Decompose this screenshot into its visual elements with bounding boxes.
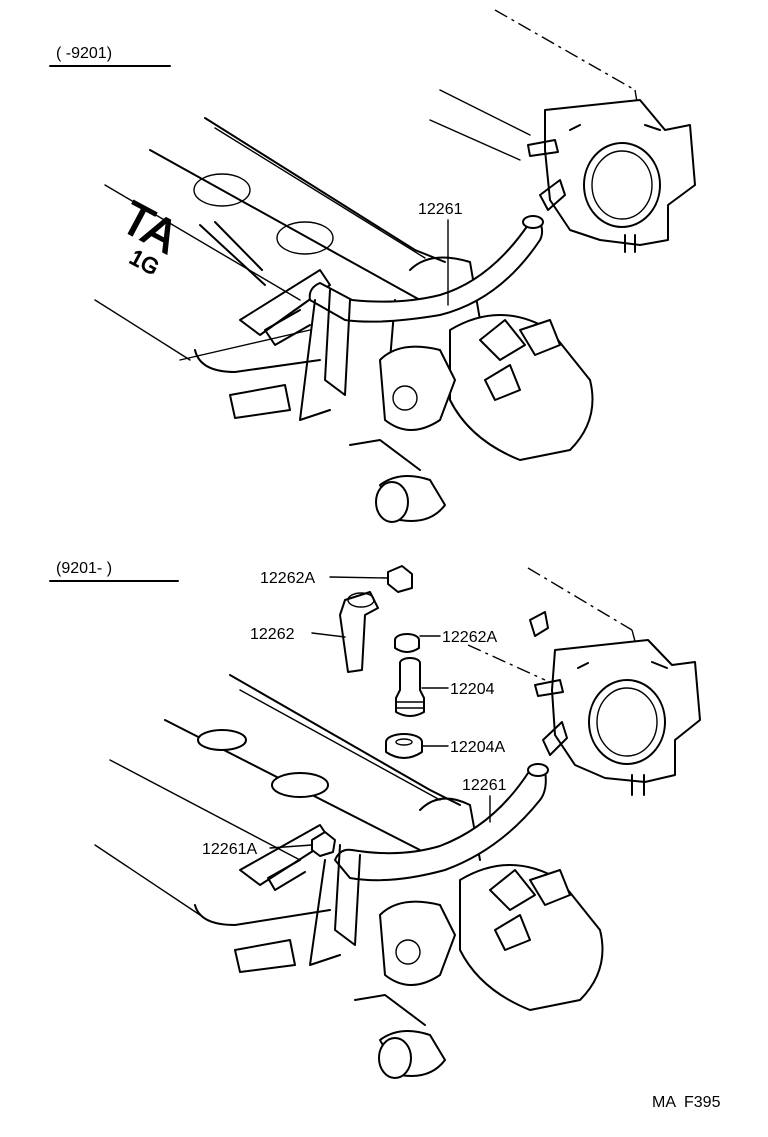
section-top: ( -9201) TA 1G <box>49 9 696 523</box>
part-label-hose-long: 12261 <box>462 777 507 794</box>
distributor-bottom <box>234 844 604 1079</box>
section-top-range-label: ( -9201) <box>56 45 112 62</box>
throttle-body-bottom <box>534 639 701 796</box>
clamp-top-part <box>387 565 413 593</box>
pcv-valve-part <box>395 657 425 717</box>
engine-block-top <box>94 9 641 373</box>
part-label-grommet: 12204A <box>450 739 505 756</box>
section-bottom: (9201- ) <box>49 560 701 1079</box>
callout-leader-hose-clamp <box>269 844 313 849</box>
short-hose-part <box>339 591 379 673</box>
part-label-short-hose: 12262 <box>250 626 295 643</box>
engine-block-bottom <box>94 567 641 926</box>
part-label-clamp-mid: 12262A <box>442 629 497 646</box>
part-label-hose-clamp: 12261A <box>202 841 257 858</box>
part-label-valve: 12204 <box>450 681 495 698</box>
section-bottom-range-label: (9201- ) <box>56 560 112 577</box>
throttle-body-top <box>527 99 696 253</box>
distributor-top <box>229 289 594 523</box>
grommet-part <box>385 733 423 759</box>
callout-leader-clamp-top <box>329 576 389 579</box>
part-label-top-hose: 12261 <box>418 201 463 218</box>
clamp-mid-part <box>394 633 420 653</box>
part-label-clamp-top: 12262A <box>260 570 315 587</box>
engine-marking: TA 1G <box>113 190 266 286</box>
figure-code: MA F395 <box>652 1094 721 1111</box>
hose-clamp-part <box>267 831 336 891</box>
hose-top <box>308 215 544 323</box>
callout-leader-short-hose <box>311 632 346 638</box>
hose-bottom <box>334 763 549 882</box>
